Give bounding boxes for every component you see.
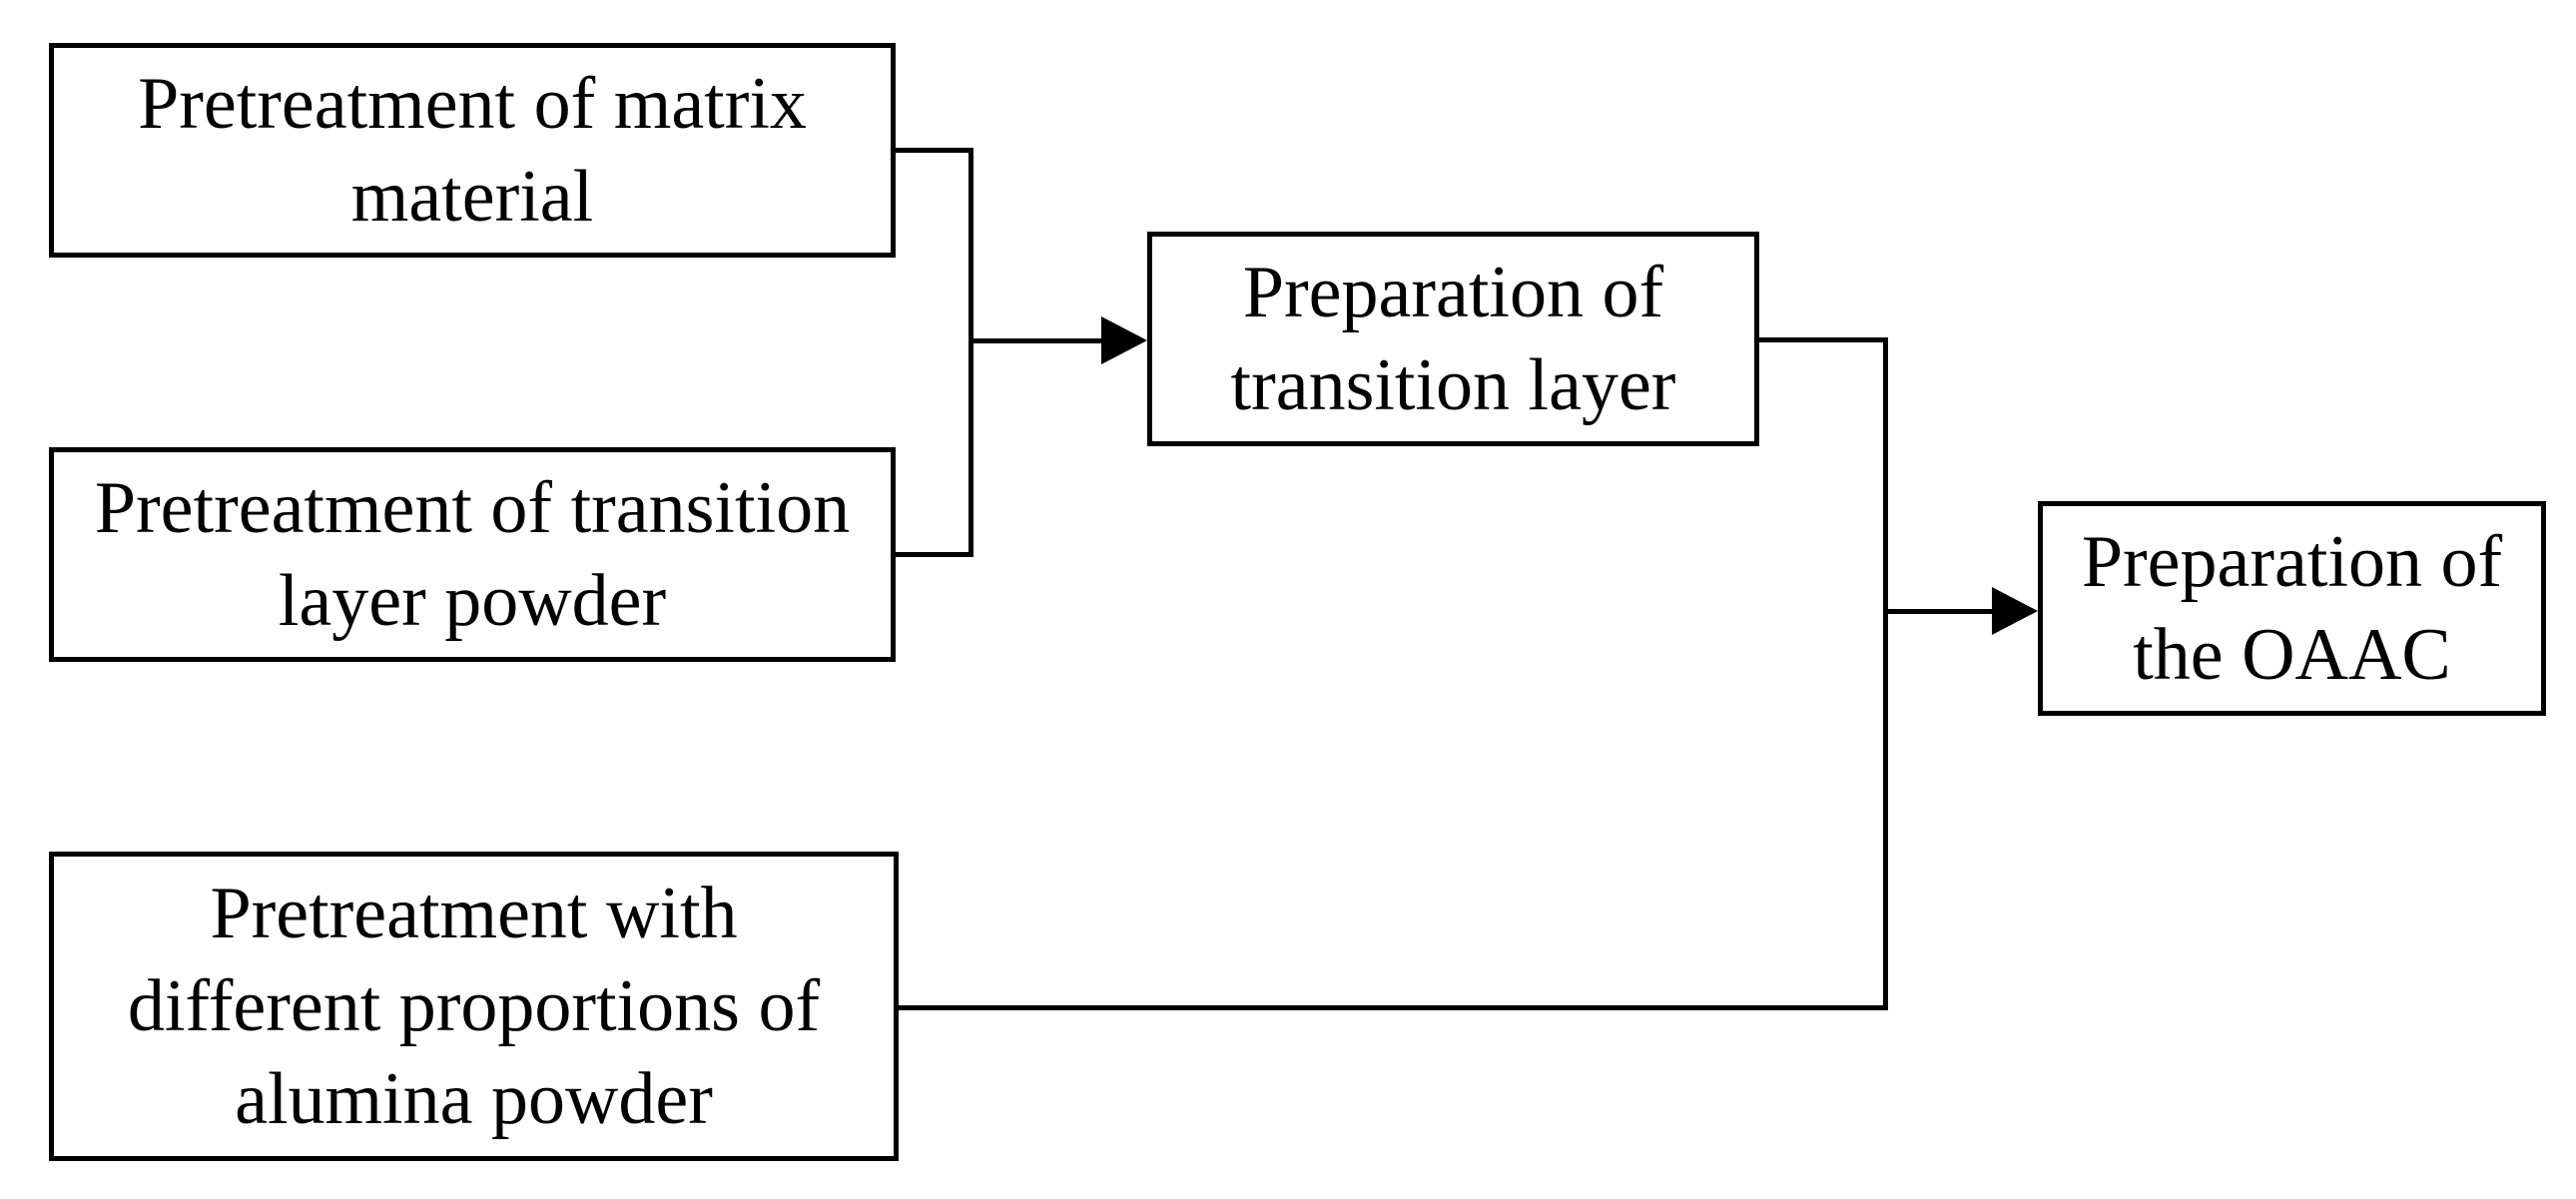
flow-box-label: Preparation of the OAAC: [2081, 520, 2503, 696]
connector-merge-rail-vertical: [1883, 337, 1888, 1010]
connector-arrow-to-oaac: [1888, 609, 1994, 614]
flow-box-pretreatment-matrix: Pretreatment of matrix material: [49, 43, 896, 258]
flow-box-preparation-transition-layer: Preparation of transition layer: [1147, 232, 1759, 446]
flow-box-label: Pretreatment of matrix material: [138, 62, 807, 238]
connector-arrow-to-transition-layer: [971, 338, 1103, 343]
flow-box-label: Pretreatment with different proportions …: [127, 872, 821, 1140]
flow-box-pretreatment-alumina: Pretreatment with different proportions …: [49, 852, 899, 1161]
flow-box-preparation-oaac: Preparation of the OAAC: [2038, 501, 2546, 716]
connector-stub-alumina-out: [896, 1005, 1885, 1010]
connector-stub-transition-powder-out: [896, 552, 973, 557]
arrowhead-right-icon: [1101, 316, 1147, 364]
connector-stub-transition-layer-out: [1759, 337, 1885, 342]
flow-box-label: Pretreatment of transition layer powder: [94, 466, 851, 642]
flow-box-label: Preparation of transition layer: [1230, 251, 1676, 426]
flow-box-pretreatment-transition-powder: Pretreatment of transition layer powder: [49, 447, 896, 662]
connector-stub-matrix-out: [896, 148, 973, 153]
arrowhead-right-icon: [1992, 587, 2038, 635]
connector-merge-bracket-vertical: [968, 148, 973, 557]
